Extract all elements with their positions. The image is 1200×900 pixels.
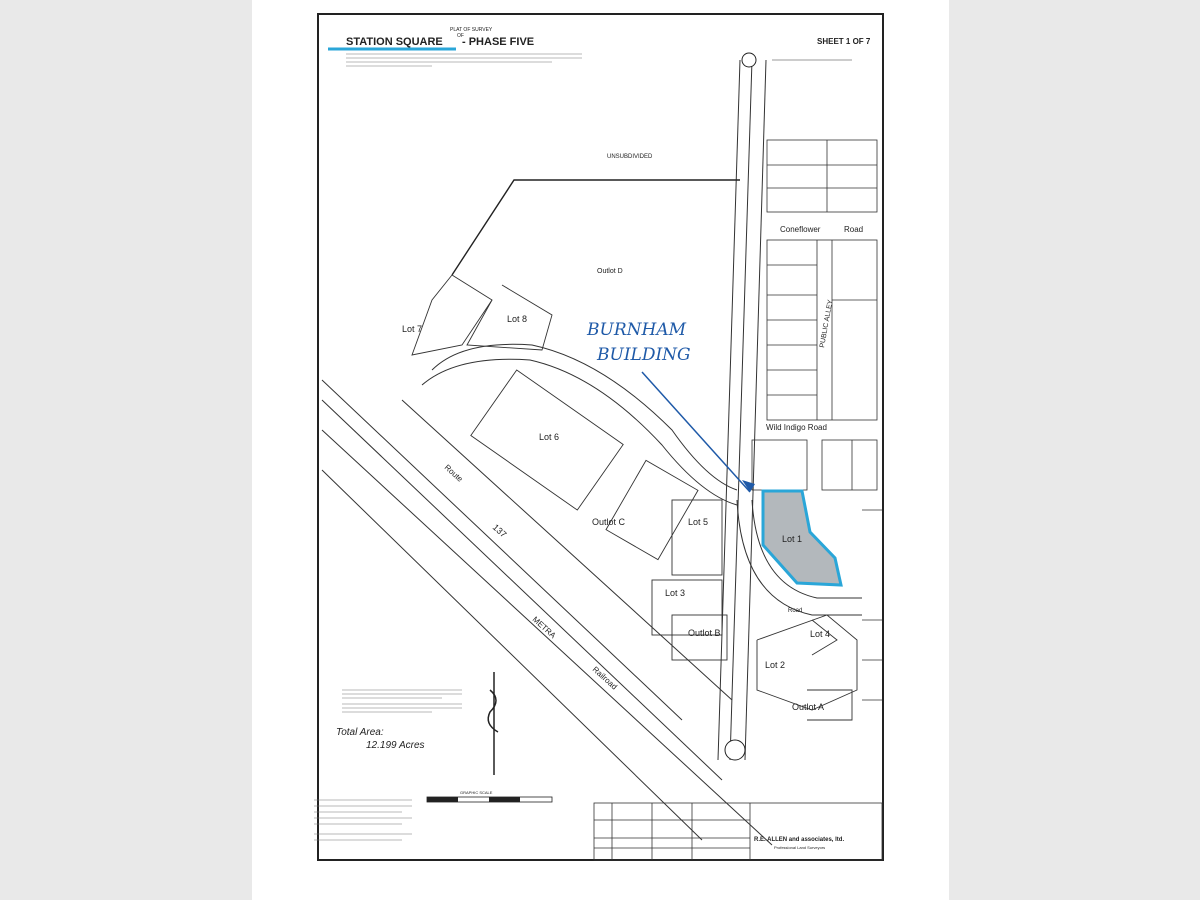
header-fine-print bbox=[346, 53, 582, 67]
annotation-arrowhead bbox=[742, 480, 755, 492]
lot-1-label: Lot 1 bbox=[782, 534, 802, 544]
notes-block bbox=[342, 689, 462, 713]
west-lots bbox=[411, 274, 728, 661]
lot-8-label: Lot 8 bbox=[507, 314, 527, 324]
road-label-coneflower-suffix: Road bbox=[844, 225, 863, 234]
lot-6-label: Lot 6 bbox=[539, 432, 559, 442]
highlighted-lot-1[interactable] bbox=[761, 489, 843, 587]
road-label-coneflower: Coneflower bbox=[780, 225, 821, 234]
graphic-scale-label: GRAPHIC SCALE bbox=[460, 790, 493, 795]
railroad-right-of-way bbox=[321, 379, 773, 846]
north-south-road bbox=[717, 59, 767, 761]
plat-drawing: PLAT OF SURVEY OF STATION SQUARE - PHASE… bbox=[314, 13, 884, 861]
total-area-value: 12.199 Acres bbox=[366, 740, 425, 751]
sheet-number: SHEET 1 OF 7 bbox=[817, 37, 871, 46]
burnham-annotation-line1: BURNHAM bbox=[586, 320, 687, 340]
road-label-south: Road bbox=[788, 608, 802, 614]
lot-2-label: Lot 2 bbox=[765, 660, 785, 670]
outlot-d-boundary bbox=[451, 179, 740, 276]
metra-label: METRA bbox=[531, 615, 558, 641]
outlot-c-label: Outlot C bbox=[592, 517, 626, 527]
of-label: OF bbox=[457, 33, 464, 39]
annotation-arrow-line bbox=[641, 371, 751, 493]
unsubdivided-label: UNSUBDIVIDED bbox=[607, 154, 653, 160]
lot-3-label: Lot 3 bbox=[665, 588, 685, 598]
plat-of-survey-label: PLAT OF SURVEY bbox=[450, 27, 493, 33]
sheet-border bbox=[317, 13, 884, 861]
bottom-notes bbox=[314, 799, 412, 841]
plat-sheet: PLAT OF SURVEY OF STATION SQUARE - PHASE… bbox=[252, 0, 949, 900]
burnham-annotation-line2: BUILDING bbox=[596, 345, 691, 365]
surveyor-subtitle: Professional Land Surveyors bbox=[774, 845, 825, 850]
outlot-d-label: Outlot D bbox=[597, 268, 623, 275]
east-lots bbox=[756, 614, 858, 721]
lot-4-label: Lot 4 bbox=[810, 629, 830, 639]
internal-curved-road bbox=[421, 343, 862, 616]
route-label: Route bbox=[443, 463, 465, 484]
title-phase-five: - PHASE FIVE bbox=[462, 36, 534, 48]
total-area-label: Total Area: bbox=[336, 727, 384, 738]
outlot-b-label: Outlot B bbox=[688, 628, 721, 638]
lot-7-label: Lot 7 bbox=[402, 324, 422, 334]
outlot-a-label: Outlot A bbox=[792, 702, 824, 712]
residential-lots-grid bbox=[751, 139, 882, 701]
title-station-square: STATION SQUARE bbox=[346, 36, 443, 48]
south-corner-marker bbox=[724, 739, 746, 761]
lot-5-label: Lot 5 bbox=[688, 517, 708, 527]
road-label-wild-indigo: Wild Indigo Road bbox=[766, 423, 827, 432]
section-corner-marker bbox=[741, 52, 757, 68]
title-block bbox=[593, 802, 883, 861]
surveyor-firm-name: R.E. ALLEN and associates, ltd. bbox=[754, 837, 844, 843]
north-arrow-icon bbox=[487, 672, 499, 775]
route-number: 137 bbox=[491, 522, 509, 539]
